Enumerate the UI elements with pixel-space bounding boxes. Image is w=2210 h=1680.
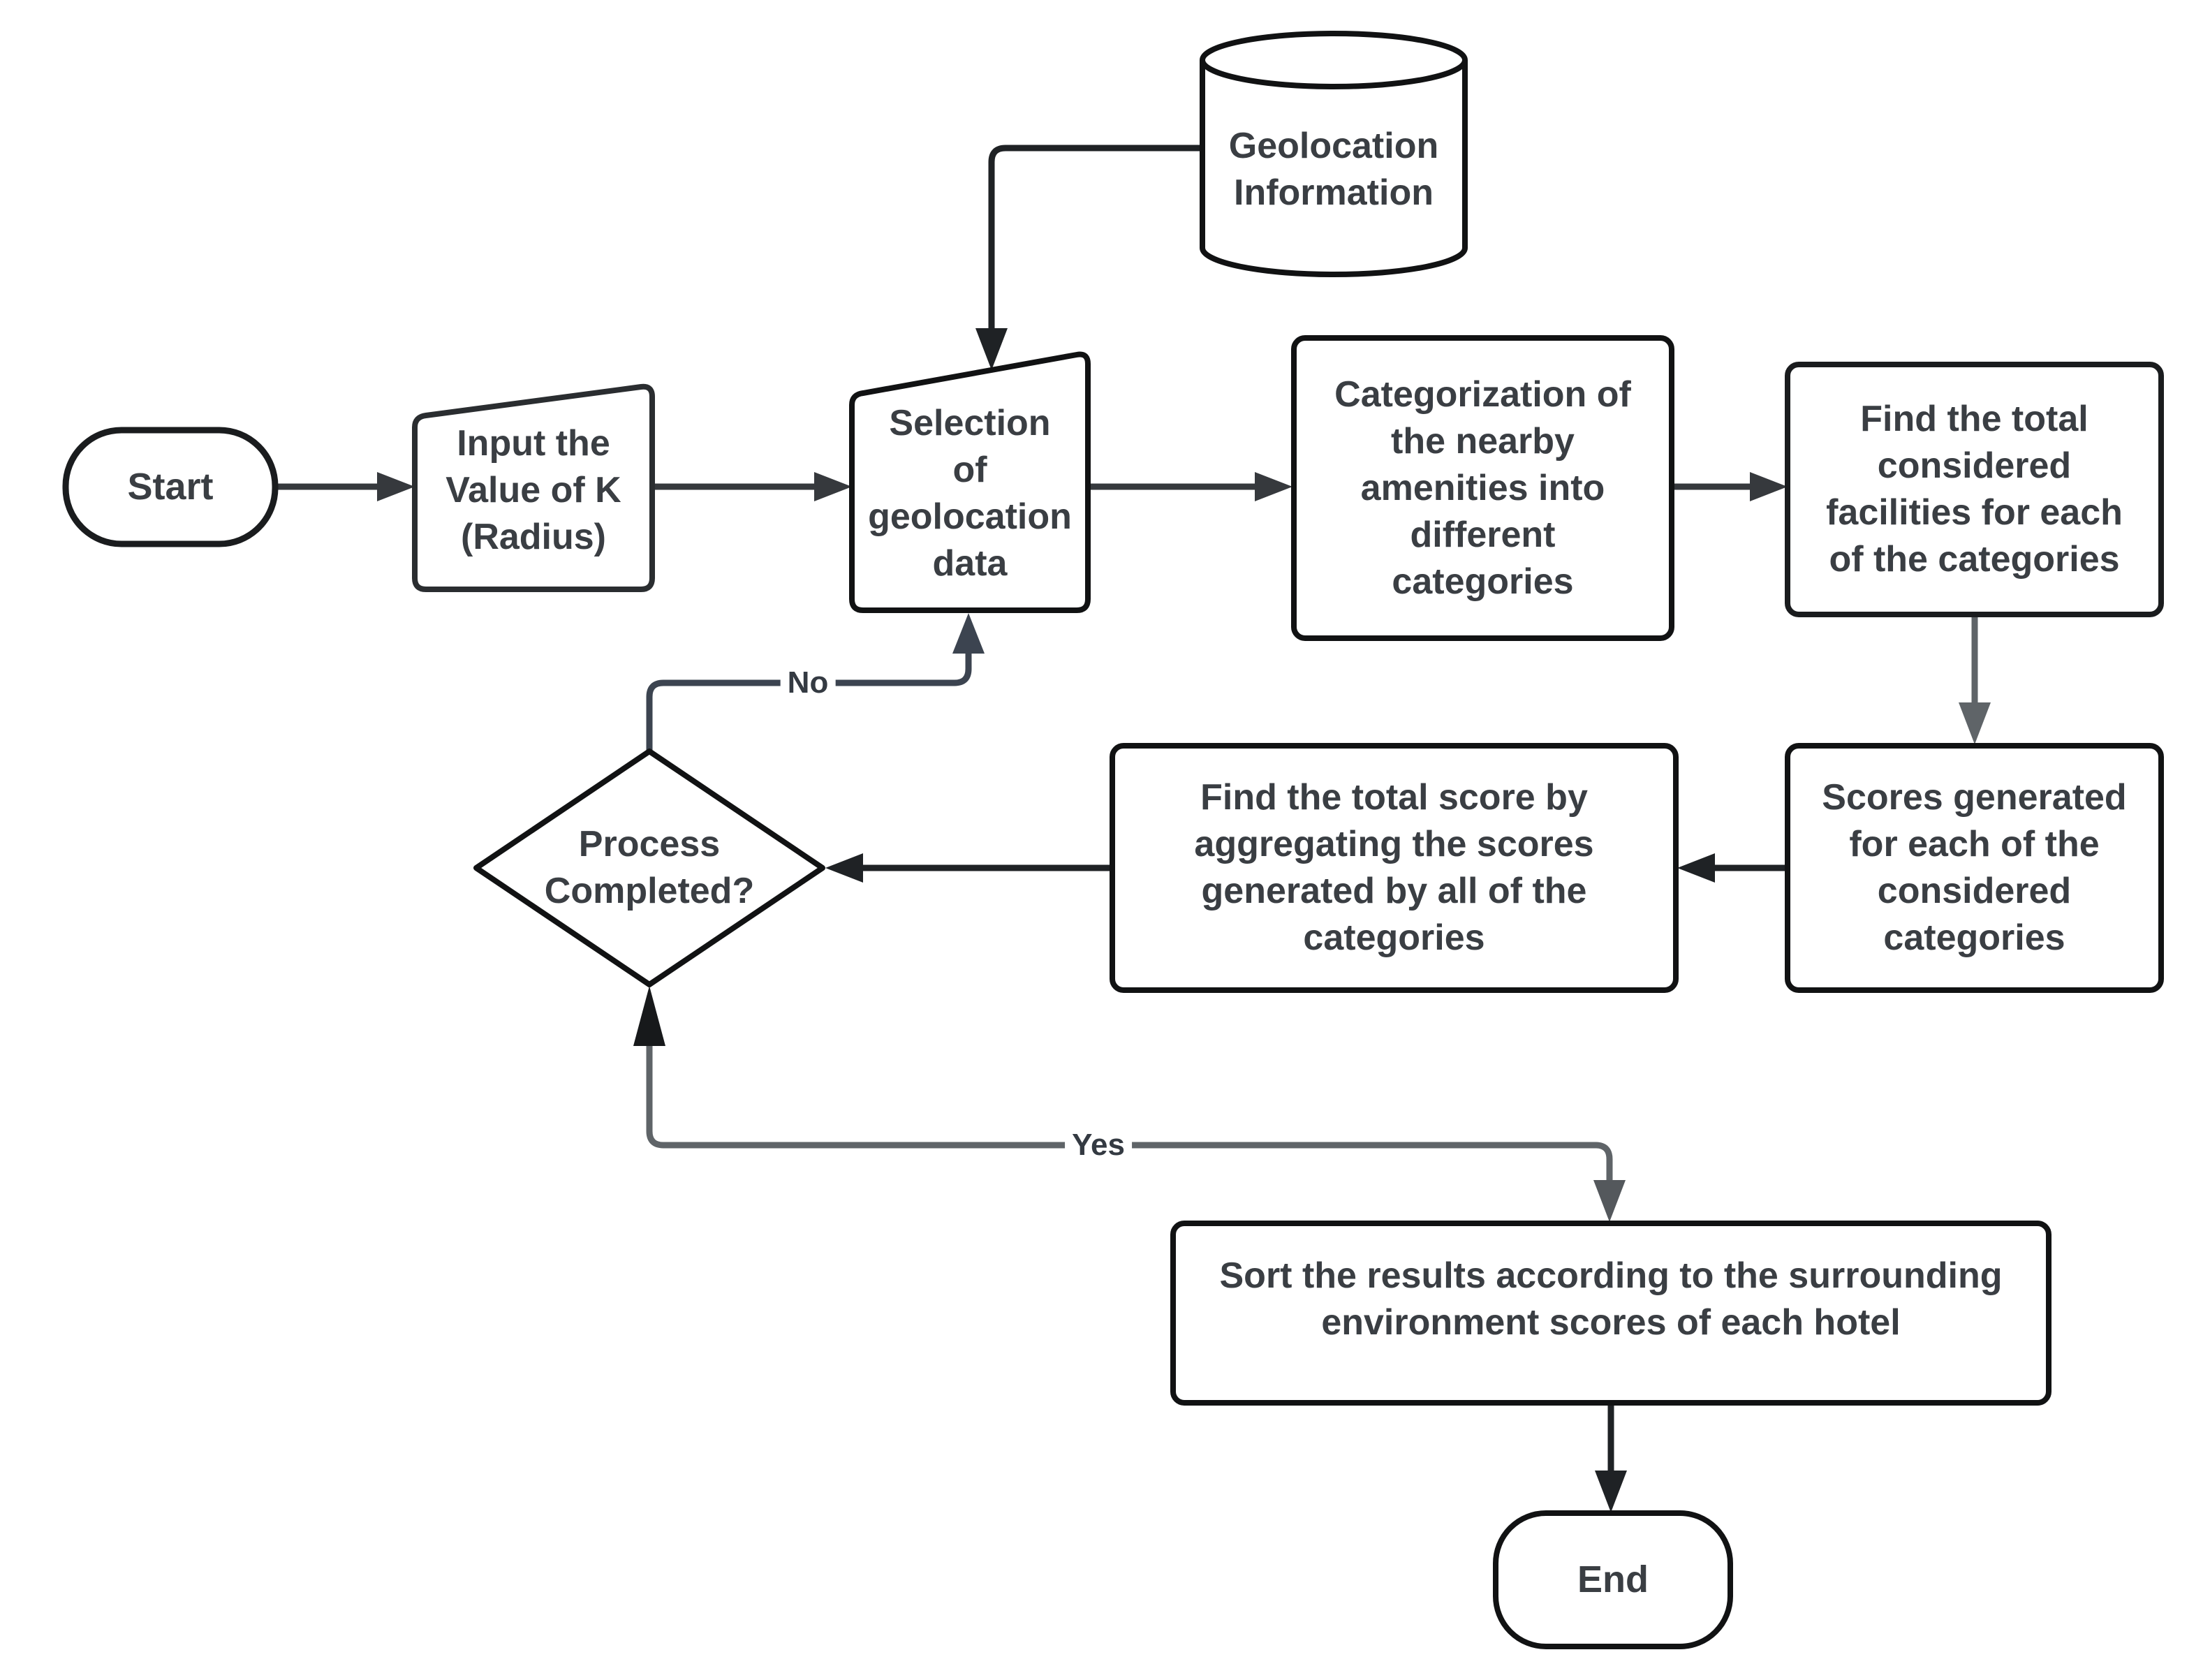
node-categorization-shape <box>1291 335 1674 641</box>
edge-facilities-to-scores <box>1959 616 1991 744</box>
edge-sort-to-end <box>1595 1404 1627 1512</box>
edge-database-to-selection <box>975 145 1202 370</box>
node-start-shape <box>62 427 279 547</box>
edge-scores-to-aggregate <box>1677 853 1786 883</box>
node-scores-shape <box>1785 743 2164 993</box>
node-sort-shape <box>1170 1221 2051 1406</box>
edge-start-to-input <box>275 472 415 501</box>
edge-label-yes: Yes <box>1065 1126 1132 1164</box>
node-geolocation-db-shape <box>1200 31 1468 277</box>
edge-aggregate-to-decision <box>825 853 1111 883</box>
node-end-shape <box>1493 1510 1733 1649</box>
node-input-k-shape <box>412 383 655 592</box>
edge-categorization-to-facilities <box>1672 472 1788 501</box>
node-facilities-shape <box>1785 362 2164 617</box>
node-selection-shape <box>849 351 1091 613</box>
node-decision-shape <box>473 749 825 987</box>
edge-decision-yes-to-sort <box>633 986 1626 1222</box>
edge-label-no: No <box>780 664 836 702</box>
edge-input-to-selection <box>652 472 852 501</box>
node-aggregate-shape <box>1110 743 1679 993</box>
edge-selection-to-categorization <box>1088 472 1292 501</box>
